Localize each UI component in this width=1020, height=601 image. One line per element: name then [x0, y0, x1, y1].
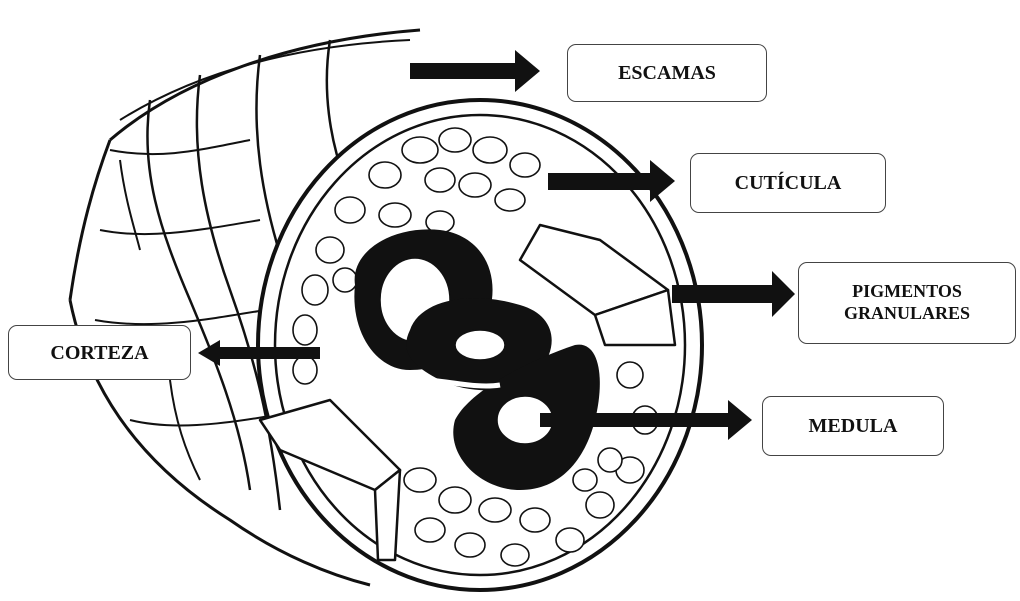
label-cuticula-text: CUTÍCULA [735, 171, 842, 195]
label-escamas-text: ESCAMAS [618, 61, 716, 85]
label-pigmentos-granulares: PIGMENTOS GRANULARES [798, 262, 1016, 344]
label-corteza-text: CORTEZA [50, 341, 148, 365]
label-medula: MEDULA [762, 396, 944, 456]
label-pigmentos-line1: PIGMENTOS [852, 281, 962, 303]
label-cuticula: CUTÍCULA [690, 153, 886, 213]
label-pigmentos-line2: GRANULARES [844, 303, 970, 325]
arrow-escamas [410, 50, 540, 92]
label-escamas: ESCAMAS [567, 44, 767, 102]
label-corteza: CORTEZA [8, 325, 191, 380]
label-medula-text: MEDULA [809, 414, 898, 438]
